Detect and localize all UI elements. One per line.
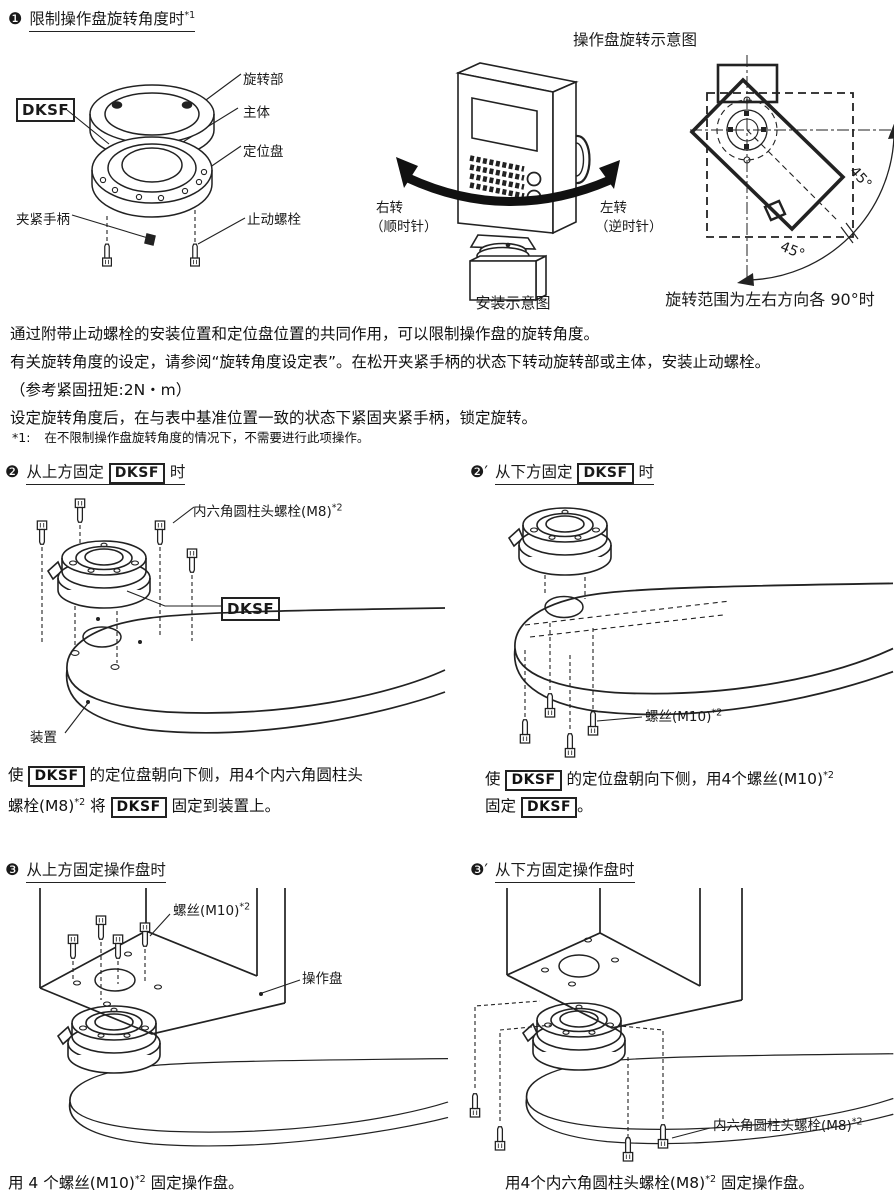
- dksf-flange-figure: [66, 73, 246, 267]
- turn-left-label: 左转: [600, 200, 627, 216]
- section1-title: 限制操作盘旋转角度时: [29, 10, 185, 28]
- section3a-title: 从上方固定操作盘时: [26, 861, 166, 883]
- main-body-label: 主体: [243, 105, 270, 121]
- rotation-range-caption: 旋转范围为左右方向各 90°时: [665, 290, 875, 309]
- section2a-title-pre: 从上方固定: [26, 463, 104, 481]
- section3a-bullet: ❸: [5, 860, 20, 879]
- panel-figure: [396, 62, 620, 302]
- caption-2a: 使 DKSF 的定位盘朝向下侧，用4个内六角圆柱头 螺栓(M8)*2 将 DKS…: [8, 762, 448, 820]
- turn-right-dir-label: （顺时针）: [370, 219, 438, 235]
- section3b-header: ❸′ 从下方固定操作盘时: [470, 858, 635, 883]
- section1-header: ❶ 限制操作盘旋转角度时*1: [8, 7, 196, 32]
- fix-panel-from-below-figure: [469, 888, 894, 1162]
- section2a-title-post: 时: [169, 463, 186, 481]
- section2b-dksf-box: DKSF: [577, 463, 634, 484]
- fix-dksf-from-above-figure: [36, 498, 446, 734]
- hex-bolt-m8-footref-3b: *2: [851, 1116, 863, 1128]
- para-line-4: 设定旋转角度后，在与表中基准位置一致的状态下紧固夹紧手柄，锁定旋转。: [10, 409, 538, 427]
- hex-bolt-m8-label: 内六角圆柱头螺栓(M8)*2: [193, 502, 343, 521]
- rotating-part-label: 旋转部: [243, 72, 284, 88]
- caption-2b-dksf-1: DKSF: [505, 770, 562, 792]
- footnote-1-marker: *1:: [12, 430, 31, 445]
- section3b-title: 从下方固定操作盘时: [494, 861, 635, 883]
- turn-right-label: 右转: [376, 200, 403, 216]
- section2a-bullet: ❷: [5, 462, 20, 481]
- section3b-bullet: ❸′: [470, 860, 488, 879]
- section1-paragraph: 通过附带止动螺栓的安装位置和定位盘位置的共同作用，可以限制操作盘的旋转角度。 有…: [10, 320, 770, 432]
- section2a-header: ❷ 从上方固定 DKSF 时: [5, 460, 186, 485]
- caption-2a-dksf-1: DKSF: [28, 766, 85, 787]
- screw-m10-label-3a: 螺丝(M10)*2: [173, 901, 251, 920]
- operation-panel-label: 操作盘: [302, 971, 343, 987]
- section1-bullet: ❶: [8, 9, 23, 28]
- caption-3b: 用4个内六角圆柱头螺栓(M8)*2 固定操作盘。: [505, 1174, 814, 1193]
- stop-bolt-label: 止动螺栓: [247, 212, 301, 228]
- clamp-handle-label: 夹紧手柄: [16, 212, 70, 228]
- caption-2a-dksf-2: DKSF: [110, 797, 167, 819]
- section2a-dksf-box: DKSF: [108, 463, 165, 484]
- para-line-3: （参考紧固扭矩:2N・m）: [10, 381, 192, 399]
- section2b-header: ❷′ 从下方固定 DKSF 时: [470, 460, 655, 485]
- hex-bolt-m8-label-3b: 内六角圆柱头螺栓(M8)*2: [713, 1116, 863, 1135]
- caption-2b: 使 DKSF 的定位盘朝向下侧，用4个螺丝(M10)*2 固定 DKSF。: [485, 762, 894, 820]
- panel-figure-caption: 安装示意图: [475, 294, 551, 312]
- device-label: 装置: [30, 730, 57, 746]
- screw-m10-label-2b: 螺丝(M10)*2: [645, 707, 723, 726]
- section2b-title-post: 时: [638, 463, 655, 481]
- footnote-1-text: 在不限制操作盘旋转角度的情况下，不需要进行此项操作。: [44, 430, 370, 445]
- positioning-plate-label: 定位盘: [243, 144, 284, 160]
- caption-2b-dksf-2: DKSF: [520, 797, 578, 819]
- caption-3a: 用 4 个螺丝(M10)*2 固定操作盘。: [8, 1174, 244, 1193]
- dksf-label-box: DKSF: [16, 98, 76, 122]
- dksf-callout-box-2a: DKSF: [221, 597, 281, 621]
- para-line-2: 有关旋转角度的设定，请参阅“旋转角度设定表”。在松开夹紧手柄的状态下转动旋转部或…: [10, 353, 771, 371]
- section3a-header: ❸ 从上方固定操作盘时: [5, 858, 166, 883]
- footnote-1: *1: 在不限制操作盘旋转角度的情况下，不需要进行此项操作。: [12, 427, 369, 446]
- para-line-1: 通过附带止动螺栓的安装位置和定位盘位置的共同作用，可以限制操作盘的旋转角度。: [10, 325, 600, 343]
- rotation-range-figure: [689, 55, 894, 286]
- turn-left-dir-label: （逆时针）: [595, 219, 663, 235]
- fix-panel-from-above-figure: [39, 888, 449, 1147]
- hex-bolt-m8-footref: *2: [331, 502, 343, 514]
- section1-title-footref: *1: [184, 9, 196, 21]
- panel-rotation-figure-title: 操作盘旋转示意图: [572, 31, 697, 49]
- screw-m10-footref-3a: *2: [239, 901, 251, 913]
- fix-dksf-from-below-figure: [508, 507, 894, 758]
- section2b-bullet: ❷′: [470, 462, 488, 481]
- section2b-title-pre: 从下方固定: [494, 463, 573, 481]
- screw-m10-footref-2b: *2: [711, 707, 723, 719]
